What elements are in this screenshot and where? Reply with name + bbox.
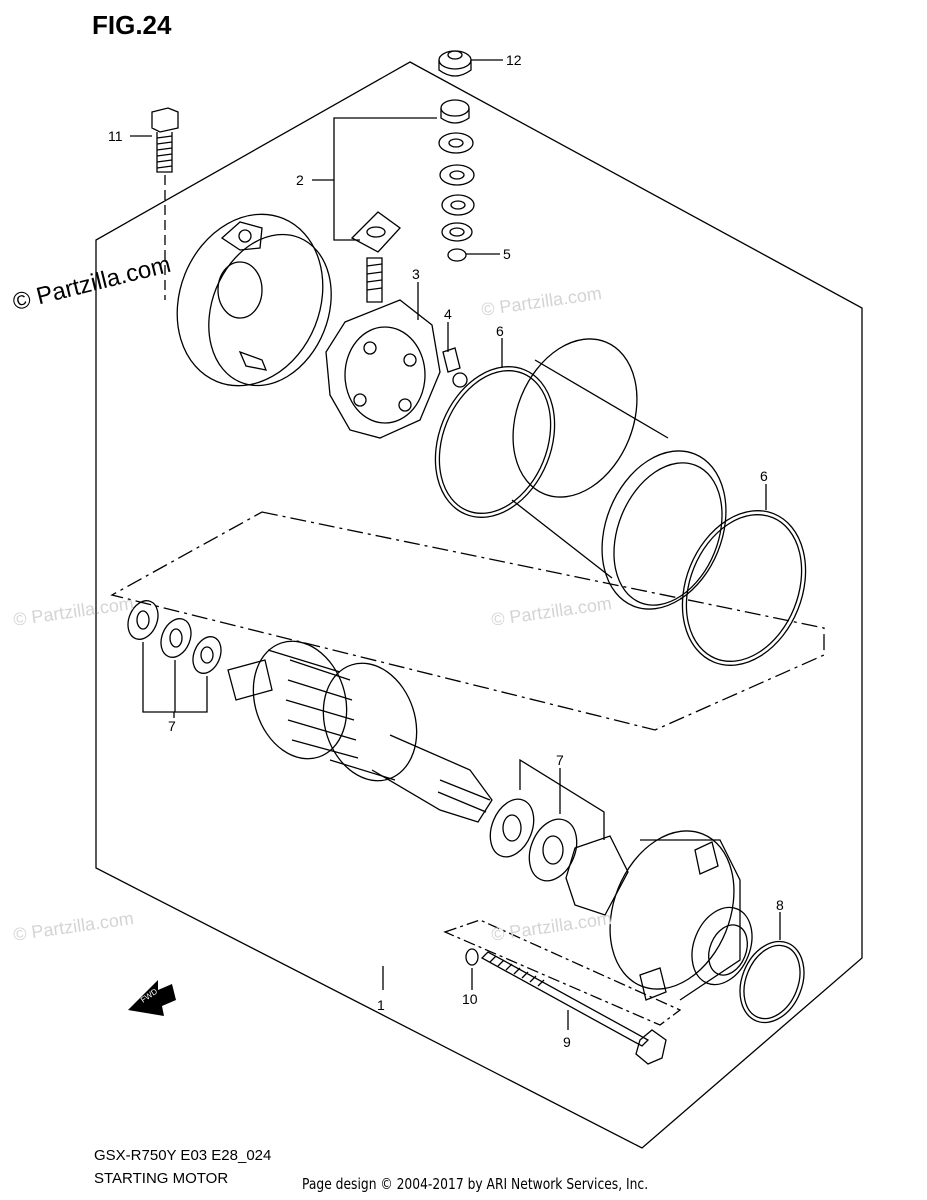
callout-9: 9 xyxy=(563,1034,571,1050)
washer-stack xyxy=(438,99,500,262)
callout-10: 10 xyxy=(462,991,478,1007)
page-credit: Page design © 2004-2017 by ARI Network S… xyxy=(302,1175,649,1193)
diagram-subtitle: STARTING MOTOR xyxy=(94,1170,229,1187)
callout-3: 3 xyxy=(412,266,420,282)
nut-part-12 xyxy=(438,50,503,77)
callout-2: 2 xyxy=(296,172,304,188)
callout-12: 12 xyxy=(506,52,522,68)
o-ring-part-6-lower xyxy=(681,484,807,666)
o-ring-part-6-upper xyxy=(434,338,556,518)
armature-region xyxy=(110,511,825,731)
brush-plate-part-3 xyxy=(325,282,441,439)
o-ring-part-10 xyxy=(465,948,479,990)
forward-arrow-icon: FWD xyxy=(128,980,176,1016)
brush-part-4 xyxy=(442,322,468,388)
callout-7-left: 7 xyxy=(168,718,176,734)
through-bolt-part-9 xyxy=(480,951,667,1065)
callout-1: 1 xyxy=(377,997,385,1013)
bolt-part-11 xyxy=(151,107,179,300)
callout-8: 8 xyxy=(776,897,784,913)
callout-4: 4 xyxy=(444,306,452,322)
end-cover-part xyxy=(176,213,332,387)
callout-11: 11 xyxy=(108,128,123,144)
callout-6-lower: 6 xyxy=(760,468,768,484)
washer-set-part-7-left xyxy=(127,600,222,713)
armature-part xyxy=(227,640,493,823)
assembly-outline xyxy=(95,61,863,1149)
bracket-part-2 xyxy=(312,117,437,303)
washer-set-part-7-right xyxy=(489,758,629,916)
bolt-region xyxy=(443,919,682,1026)
figure-title: FIG.24 xyxy=(92,10,172,40)
yoke-housing-part xyxy=(511,338,727,610)
model-code: GSX-R750Y E03 E28_024 xyxy=(94,1147,272,1164)
callout-5: 5 xyxy=(503,246,511,262)
callout-7-right: 7 xyxy=(556,752,564,768)
drive-end-housing-part xyxy=(609,830,753,1001)
callout-6-upper: 6 xyxy=(496,323,504,339)
o-ring-part-8 xyxy=(739,912,805,1024)
